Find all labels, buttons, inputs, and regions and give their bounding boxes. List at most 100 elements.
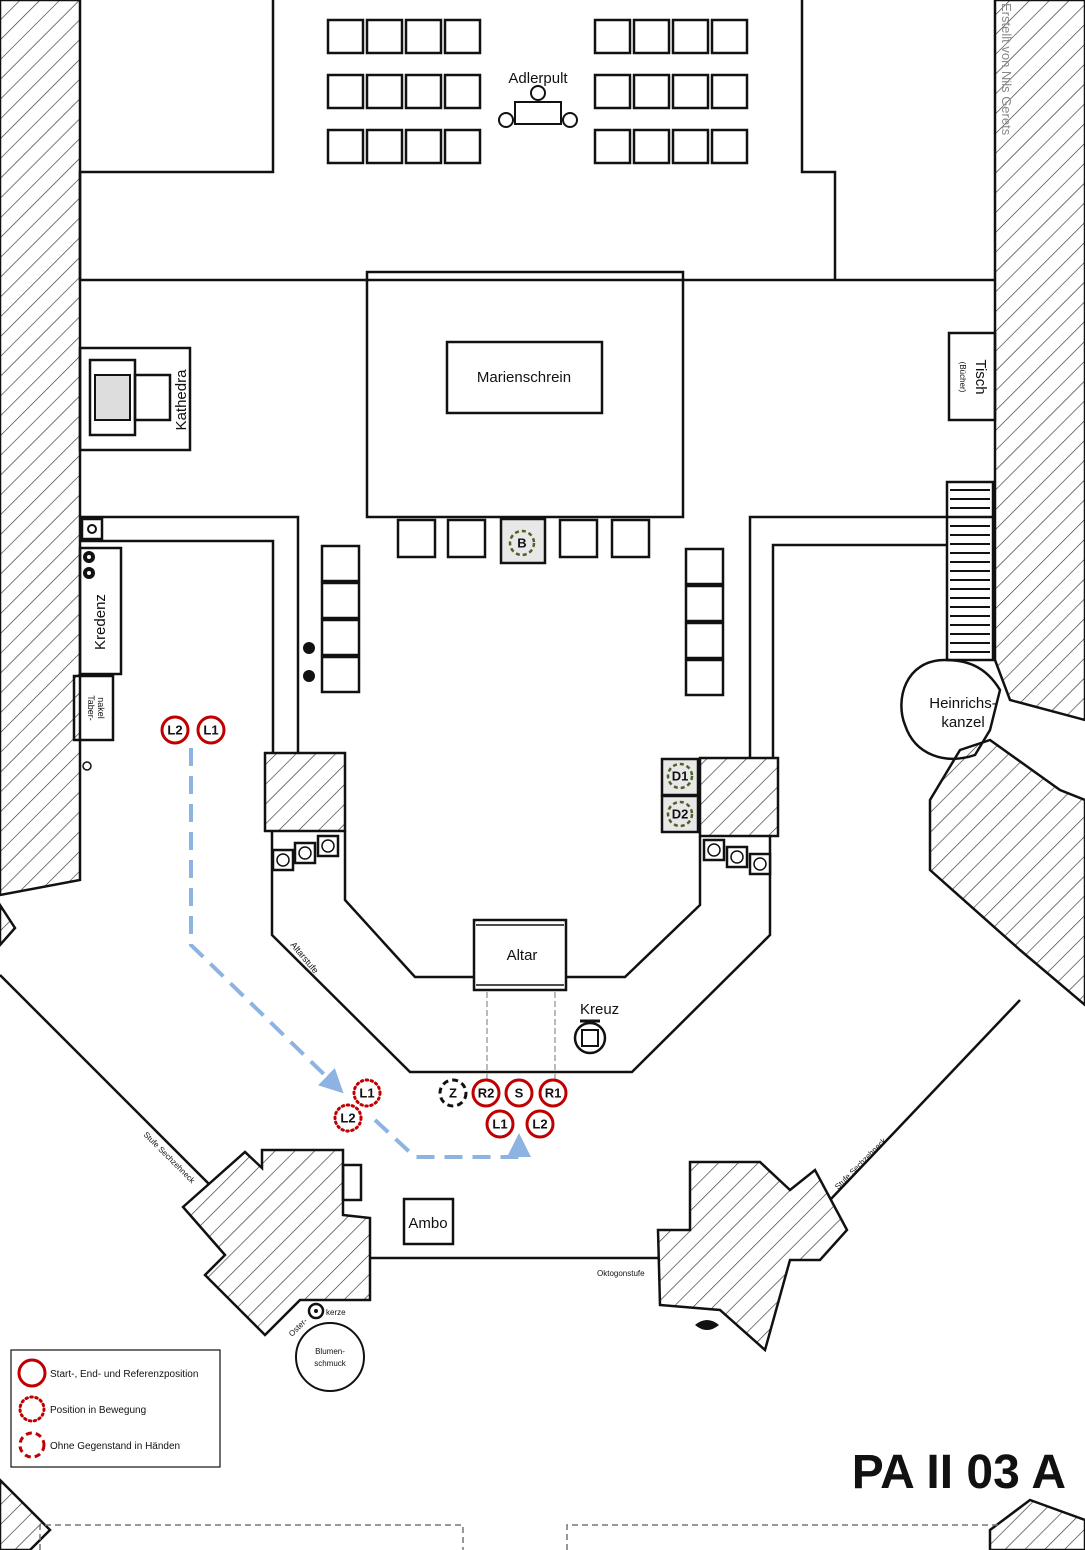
marker-label: B [517,536,526,551]
stairs [945,480,995,662]
kathedra-label: Kathedra [173,369,190,431]
chair [443,18,482,55]
marker-label: L2 [532,1117,547,1132]
chair [326,18,365,55]
chair [684,547,725,586]
chair [610,518,651,559]
chair [593,73,632,110]
marker-z: Z [438,1078,468,1108]
chair [558,518,599,559]
blumen-label-1: Blumen- [315,1347,345,1356]
chair [671,18,710,55]
marker-end-l2: L2 [525,1109,555,1139]
tabernakel-label-2: nakel [96,697,106,719]
walls [0,0,1021,1550]
heinrichskanzel: Heinrichs- kanzel [900,658,1002,760]
chair [684,584,725,623]
stufe-left-label: Stufe Sechzehneck [142,1130,198,1186]
blumenschmuck: Blumen- schmuck [295,1322,365,1392]
chair [593,18,632,55]
candle-icon [753,857,767,871]
altar-label: Altar [507,947,538,964]
chair [404,73,443,110]
marker-label: L2 [167,723,182,738]
chair [404,128,443,165]
ambo: Ambo [402,1197,455,1246]
ambo-label: Ambo [408,1215,447,1232]
marienschrein-label: Marienschrein [477,369,571,386]
chair [396,518,437,559]
marker-r2: R2 [471,1078,501,1108]
candle [293,841,317,865]
tabernakel: Taber- nakel [72,674,115,771]
marker-d2: D2 [660,794,700,834]
tisch: Tisch (Bücher) [947,331,997,422]
chair [684,621,725,660]
marker-label: S [515,1086,524,1101]
pillars [263,751,780,876]
marker-label: D1 [672,769,689,784]
oktogonstufe-label: Oktogonstufe [597,1269,645,1278]
legend-item-dashed: Ohne Gegenstand in Händen [50,1441,180,1452]
chair [320,544,361,583]
chair [684,658,725,697]
chair [710,18,749,55]
lower-structures [181,1148,849,1353]
chair [671,73,710,110]
chair [632,18,671,55]
tisch-sub-label: (Bücher) [958,362,967,393]
chair [593,128,632,165]
kreuz-label: Kreuz [580,1001,619,1018]
candle-icon [730,850,744,864]
chair [365,73,404,110]
chair [632,128,671,165]
flower-icon [303,642,315,682]
marker-label: D2 [672,807,689,822]
position-markers: B D1 D2 L2 L1 L1 L2 Z R2 S R1 L1 L2 [160,517,700,1139]
marker-move-l1: L1 [352,1078,382,1108]
right-wall [928,0,1085,1550]
chair [443,128,482,165]
page-title: PA II 03 A [852,1446,1066,1499]
candle [316,834,340,858]
candle [702,838,726,862]
chair [632,73,671,110]
tabernakel-label-1: Taber- [86,695,96,721]
chair [320,618,361,657]
adlerpult-label: Adlerpult [508,70,568,87]
tisch-label: Tisch [972,359,989,394]
left-wall [0,0,82,1550]
marker-label: L1 [203,723,218,738]
legend-item-dotted: Position in Bewegung [50,1405,146,1416]
marker-start-l1: L1 [196,715,226,745]
kredenz-label: Kredenz [92,594,109,650]
legend-item-solid: Start-, End- und Referenzposition [50,1369,198,1380]
marker-b: B [499,517,547,565]
marker-label: L1 [492,1117,507,1132]
marker-move-l2: L2 [333,1103,363,1133]
candle-icon [707,843,721,857]
candle-icon [298,846,312,860]
candle [271,848,295,872]
marker-start-l2: L2 [160,715,190,745]
marker-s: S [504,1078,534,1108]
chair [446,518,487,559]
marker-label: R1 [545,1086,562,1101]
chair [365,18,404,55]
marker-d1: D1 [660,757,700,797]
candle-icon [276,853,290,867]
candle [748,852,772,876]
kerze-label: kerze [326,1308,346,1317]
legend: Start-, End- und Referenzposition Positi… [10,1349,221,1468]
chair [710,73,749,110]
adlerpult: Adlerpult [498,70,578,128]
marker-r1: R1 [538,1078,568,1108]
altar: Altar [472,918,568,1080]
chair [710,128,749,165]
chair [326,73,365,110]
marker-label: L2 [340,1111,355,1126]
marker-label: L1 [359,1086,374,1101]
chair [320,655,361,694]
movement-paths [189,748,531,1159]
